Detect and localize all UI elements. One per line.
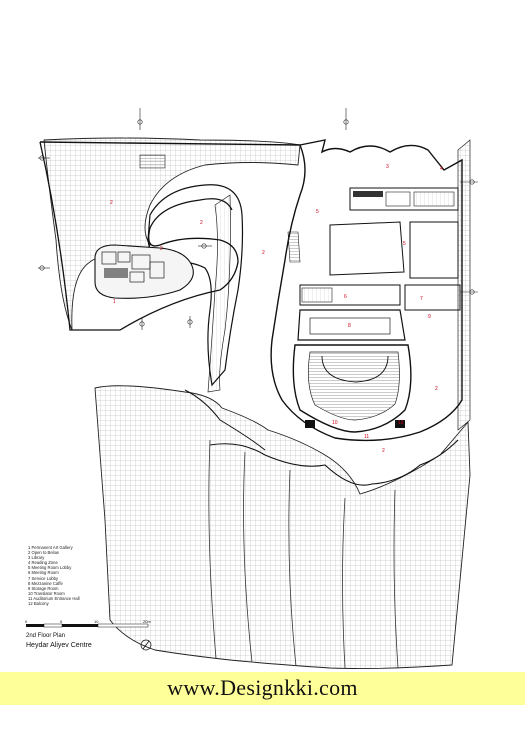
meeting-room-lobby [299, 284, 461, 311]
room-number: 4 [440, 166, 443, 172]
roof-grid-right [457, 139, 471, 431]
facade-grid-lower [94, 385, 471, 670]
floor-outline-left [39, 141, 239, 331]
room-number: 2 [110, 200, 113, 206]
legend-item: 5 Meeting Room Lobby [28, 565, 72, 571]
room-number: 1 [113, 299, 116, 305]
room-number: 10 [332, 420, 338, 426]
legend-item: 9 Storage Room [28, 585, 59, 591]
room-number: 7 [420, 296, 423, 302]
scale-label: 10 [94, 619, 99, 624]
room-number: 9 [428, 314, 431, 320]
legend-item: 7 Service Lobby [28, 575, 59, 581]
room-number: 5 [316, 209, 319, 215]
scale-label: 0 [25, 619, 28, 624]
room-number-labels: 1 2 2 2 2 3 4 5 5 6 7 8 9 10 11 12 2 2 [110, 164, 443, 454]
legend-item: 12 Balcony [28, 601, 49, 607]
service-rooms [301, 287, 333, 303]
scale-label: 20m [143, 619, 151, 624]
auditorium [292, 309, 412, 433]
floor-outline [39, 139, 463, 442]
watermark-banner: www.Designkki.com [0, 672, 525, 705]
roof-grid-left [43, 137, 301, 331]
legend-item: 6 Meeting Room [28, 570, 59, 576]
facade-wave-line [209, 439, 459, 486]
facade-edge-upper [184, 389, 266, 451]
legend-item: 10 Translator Room [28, 590, 65, 596]
room-number: 12 [398, 420, 404, 426]
legend-item: 1 Permanent Art Gallery [28, 545, 73, 550]
room-number: 6 [344, 294, 347, 300]
legend-item: 2 Open to Below [28, 550, 59, 556]
room-number: 2 [160, 246, 163, 252]
library-block [349, 187, 459, 211]
room-number: 3 [386, 164, 389, 170]
axis-markers [38, 108, 478, 330]
plan-subtitle: Heydar Aliyev Centre [26, 642, 92, 649]
room-number: 8 [348, 323, 351, 329]
facade-fold-lines [208, 439, 399, 669]
room-number: 2 [382, 448, 385, 454]
room-legend: 1 Permanent Art Gallery 2 Open to Below … [28, 545, 80, 606]
legend-item: 8 Mezzanine Caffe [28, 580, 63, 586]
legend-item: 3 Library [28, 555, 45, 561]
north-arrow-icon [140, 639, 152, 651]
scale-label: 5 [60, 619, 63, 624]
legend-item: 11 Auditorium Entrance Hall [28, 595, 80, 601]
reading-zone-outline [329, 221, 459, 279]
floor-plan-drawing: 1 2 2 2 2 3 4 5 5 6 7 8 9 10 11 12 2 2 [26, 108, 478, 670]
watermark-text[interactable]: www.Designkki.com [167, 675, 358, 700]
stair-top [139, 154, 166, 169]
room-number: 5 [403, 241, 406, 247]
room-number: 11 [364, 434, 369, 440]
meeting-room-core [94, 244, 194, 299]
room-number: 2 [262, 250, 265, 256]
room-number: 2 [200, 220, 203, 226]
legend-item: 4 Reading Zone [28, 560, 58, 566]
room-number: 2 [435, 386, 438, 392]
plan-title: 2nd Floor Plan [26, 633, 66, 639]
scale-bar [26, 623, 149, 628]
stair-left [287, 231, 301, 263]
